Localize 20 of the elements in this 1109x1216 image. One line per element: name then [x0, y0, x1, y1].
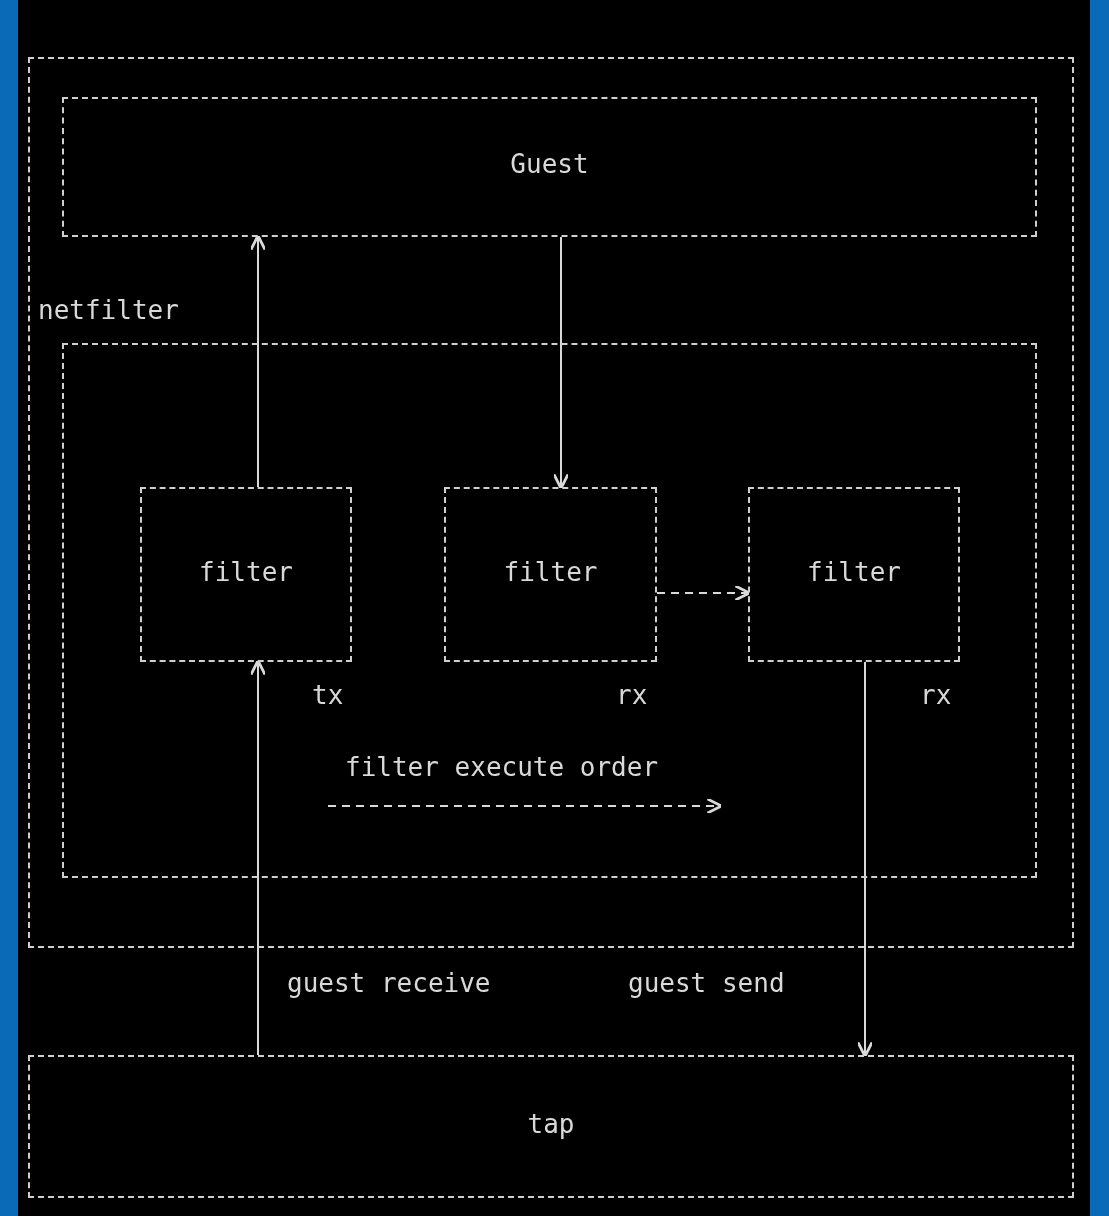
node-label: filter: [807, 556, 901, 587]
arrow: [856, 661, 874, 1058]
process-box: [62, 97, 1037, 237]
device-box: [28, 1055, 1074, 1198]
node-label: Guest: [510, 149, 589, 179]
edge-label: guest send: [628, 968, 785, 998]
node-label: filter: [503, 556, 598, 587]
node-label: filter: [199, 556, 293, 587]
port-label: tx: [312, 680, 344, 710]
arrow: [249, 659, 267, 1056]
node-label: tap: [527, 1108, 575, 1139]
arrow: [552, 236, 570, 490]
port-label: rx: [920, 680, 952, 710]
note-text: filter execute order: [345, 752, 659, 782]
container-box: [28, 57, 1074, 948]
group-title: netfilter: [38, 295, 179, 325]
edge-label: guest receive: [287, 968, 491, 998]
arrow: [249, 234, 267, 488]
arrow: [656, 584, 751, 602]
port-label: rx: [616, 680, 648, 710]
